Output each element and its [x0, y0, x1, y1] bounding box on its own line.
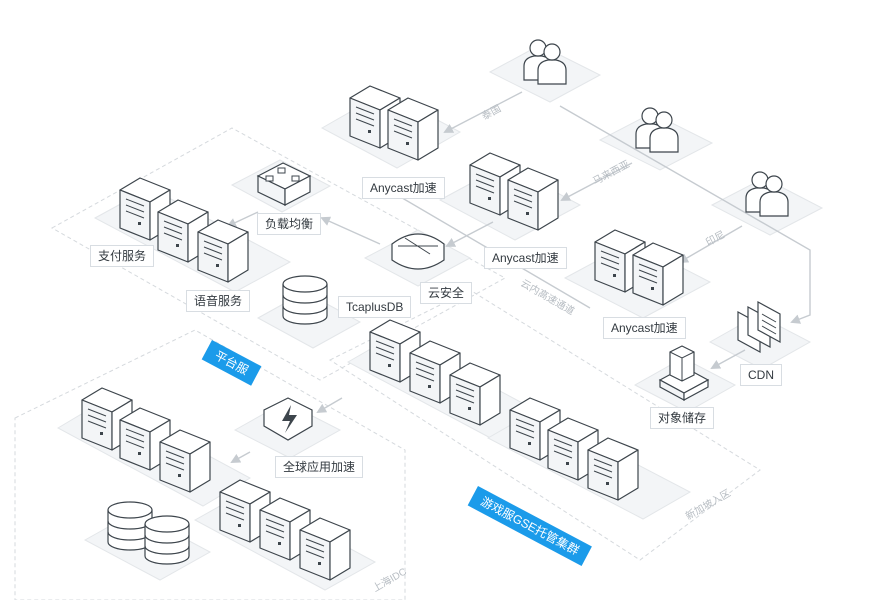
link-intranet-channel: [379, 184, 591, 309]
path-label-india: 印尼: [704, 229, 727, 249]
link-global-idc: [230, 451, 251, 463]
tcaplus-db-icon: [282, 275, 328, 325]
cloud-security-icon: [391, 233, 445, 270]
singapore-region-outline: [328, 289, 761, 561]
link-platform-global: [316, 397, 343, 413]
server-group-game-a: [369, 319, 501, 426]
server-group-idc-a: [81, 387, 211, 493]
users-icon-thailand: [523, 39, 567, 85]
label-voice: 语音服务: [186, 290, 251, 312]
label-global-accel: 全球应用加速: [275, 456, 364, 478]
label-load-balance: 负载均衡: [257, 213, 322, 235]
label-cdn: CDN: [740, 364, 782, 386]
users-icon-india: [745, 171, 789, 217]
object-storage-icon: [658, 345, 710, 402]
label-anycast-1: Anycast加速: [362, 177, 445, 199]
label-payment: 支付服务: [90, 245, 155, 267]
link-india-anycast: [678, 225, 743, 263]
label-anycast-3: Anycast加速: [603, 317, 686, 339]
link-malaysia-anycast: [560, 162, 633, 201]
link-anycast-security: [445, 221, 494, 247]
label-cloud-security: 云安全: [420, 282, 473, 304]
link-thailand-anycast: [443, 91, 523, 133]
load-balancer-icon: [256, 162, 312, 206]
label-tcaplusdb: TcaplusDB: [338, 296, 412, 318]
global-accel-icon: [263, 397, 313, 441]
label-object-storage: 对象储存: [650, 407, 715, 429]
link-cdn-feed: [559, 105, 811, 324]
server-group-game-b: [509, 397, 639, 501]
idc-db-icon-2: [144, 515, 190, 565]
cdn-icon: [737, 300, 781, 354]
path-label-shanghai: 上海IDC: [370, 565, 409, 595]
users-icon-malaysia: [635, 107, 679, 153]
link-security-loadbalance: [320, 216, 381, 245]
link-cdn-storage: [710, 349, 746, 369]
path-label-thailand: 泰国: [479, 102, 503, 123]
label-anycast-2: Anycast加速: [484, 247, 567, 269]
link-loadbalance-payment: [226, 211, 259, 228]
path-label-malaysia: 马来西亚: [591, 158, 632, 187]
